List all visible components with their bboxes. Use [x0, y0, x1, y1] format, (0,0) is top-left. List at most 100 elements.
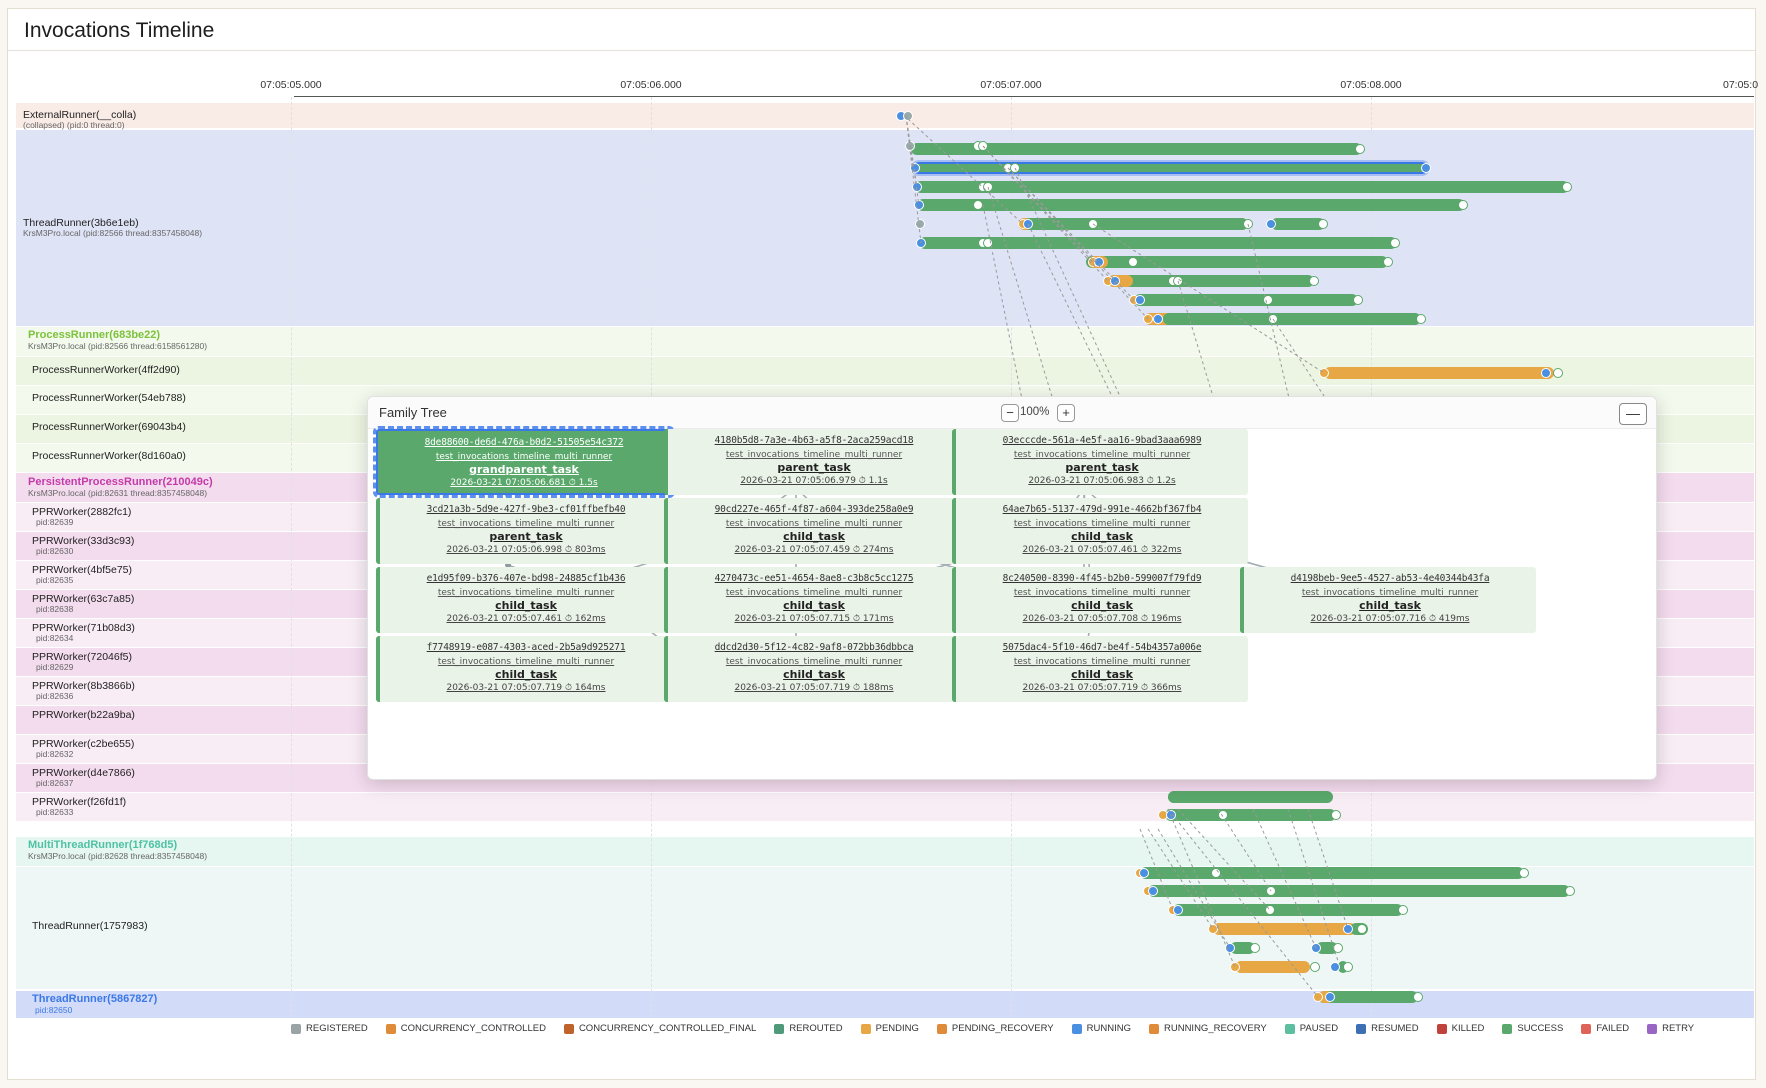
status-marker[interactable]: [912, 182, 922, 192]
invocation-bar[interactable]: [917, 199, 1465, 211]
status-marker[interactable]: [1541, 368, 1551, 378]
invocation-bar[interactable]: [1235, 961, 1310, 973]
card-id-link[interactable]: 03ecccde-561a-4e5f-aa16-9bad3aaa6989: [1002, 435, 1202, 446]
status-marker[interactable]: [1519, 868, 1529, 878]
status-marker[interactable]: [1023, 219, 1033, 229]
status-marker[interactable]: [1208, 924, 1218, 934]
status-marker[interactable]: [1562, 182, 1572, 192]
card-id-link[interactable]: ddcd2d30-5f12-4c82-9af8-072bb36dbbca: [714, 642, 914, 653]
status-marker[interactable]: [1355, 144, 1365, 154]
invocation-bar[interactable]: [1024, 218, 1248, 230]
invocation-bar[interactable]: [1165, 809, 1336, 821]
status-marker[interactable]: [1225, 943, 1235, 953]
card-id-link[interactable]: 90cd227e-465f-4f87-a604-393de258a0e9: [714, 504, 914, 515]
status-marker[interactable]: [905, 141, 915, 151]
lane-process-runner[interactable]: ProcessRunner(683be22) KrsM3Pro.local (p…: [16, 327, 1754, 356]
status-marker[interactable]: [1088, 219, 1098, 229]
status-marker[interactable]: [1135, 295, 1145, 305]
status-marker[interactable]: [1318, 219, 1328, 229]
invocation-bar[interactable]: [1271, 218, 1325, 230]
status-marker[interactable]: [1166, 810, 1176, 820]
status-marker[interactable]: [1319, 368, 1329, 378]
status-marker[interactable]: [1357, 924, 1367, 934]
status-marker[interactable]: [1211, 868, 1221, 878]
card-id-link[interactable]: 8de88600-de6d-476a-b0d2-51505e54c372: [424, 437, 624, 448]
status-marker[interactable]: [903, 111, 913, 121]
status-marker[interactable]: [1266, 886, 1276, 896]
status-marker[interactable]: [1416, 314, 1426, 324]
collapse-panel-button[interactable]: —: [1619, 403, 1647, 425]
lane-multi-thread-runner[interactable]: MultiThreadRunner(1f768d5) KrsM3Pro.loca…: [16, 837, 1754, 866]
status-marker[interactable]: [1139, 868, 1149, 878]
lane-thread-runner-3b6e1eb[interactable]: ThreadRunner(3b6e1eb) KrsM3Pro.local (pi…: [16, 130, 1754, 326]
status-marker[interactable]: [910, 163, 920, 173]
status-marker[interactable]: [914, 200, 924, 210]
status-marker[interactable]: [1250, 943, 1260, 953]
status-marker[interactable]: [1243, 219, 1253, 229]
status-marker[interactable]: [1313, 992, 1323, 1002]
status-marker[interactable]: [978, 141, 988, 151]
invocation-bar[interactable]: [1308, 791, 1333, 803]
status-marker[interactable]: [1325, 992, 1335, 1002]
lane-thread-runner-5867827[interactable]: ThreadRunner(5867827) pid:82650: [16, 991, 1754, 1018]
status-marker[interactable]: [1218, 810, 1228, 820]
status-marker[interactable]: [1343, 962, 1353, 972]
status-marker[interactable]: [1173, 905, 1183, 915]
invocation-bar[interactable]: [1318, 991, 1418, 1003]
status-marker[interactable]: [1310, 962, 1320, 972]
status-marker[interactable]: [983, 238, 993, 248]
status-marker[interactable]: [1173, 276, 1183, 286]
invocation-bar[interactable]: [1134, 294, 1358, 306]
invocation-bar[interactable]: [1324, 367, 1554, 379]
card-id-link[interactable]: f7748919-e087-4303-aced-2b5a9d925271: [426, 642, 626, 653]
status-marker[interactable]: [1266, 219, 1276, 229]
status-marker[interactable]: [1311, 943, 1321, 953]
invocation-bar[interactable]: [1148, 885, 1570, 897]
card-id-link[interactable]: e1d95f09-b376-407e-bd98-24885cf1b436: [426, 573, 626, 584]
card-id-link[interactable]: d4198beb-9ee5-4527-ab53-4e40344b43fa: [1290, 573, 1490, 584]
status-marker[interactable]: [1148, 886, 1158, 896]
status-marker[interactable]: [1353, 295, 1363, 305]
card-id-link[interactable]: 4180b5d8-7a3e-4b63-a5f8-2aca259acd18: [714, 435, 914, 446]
status-marker[interactable]: [916, 238, 926, 248]
status-marker[interactable]: [1421, 163, 1431, 173]
invocation-bar[interactable]: [1108, 275, 1314, 287]
status-marker[interactable]: [915, 219, 925, 229]
zoom-out-button[interactable]: −: [1001, 404, 1019, 422]
zoom-in-button[interactable]: +: [1057, 404, 1075, 422]
lane-external-runner[interactable]: ExternalRunner(__colla) (collapsed) (pid…: [16, 103, 1754, 129]
status-marker[interactable]: [973, 200, 983, 210]
status-marker[interactable]: [1263, 295, 1273, 305]
status-marker[interactable]: [1010, 163, 1020, 173]
status-marker[interactable]: [1128, 257, 1138, 267]
status-marker[interactable]: [1383, 257, 1393, 267]
status-marker[interactable]: [1094, 257, 1104, 267]
status-marker[interactable]: [1390, 238, 1400, 248]
status-marker[interactable]: [1333, 943, 1343, 953]
status-marker[interactable]: [1153, 314, 1163, 324]
status-marker[interactable]: [1398, 905, 1408, 915]
invocation-bar[interactable]: [1140, 867, 1524, 879]
status-marker[interactable]: [1143, 314, 1153, 324]
status-marker[interactable]: [1265, 905, 1275, 915]
status-marker[interactable]: [983, 182, 993, 192]
status-marker[interactable]: [1330, 962, 1340, 972]
invocation-bar[interactable]: [1213, 923, 1356, 935]
status-marker[interactable]: [1553, 368, 1563, 378]
status-marker[interactable]: [1458, 200, 1468, 210]
invocation-bar[interactable]: [1168, 791, 1253, 803]
card-id-link[interactable]: 4270473c-ee51-4654-8ae8-c3b8c5cc1275: [714, 573, 914, 584]
card-id-link[interactable]: 64ae7b65-5137-479d-991e-4662bf367fb4: [1002, 504, 1202, 515]
